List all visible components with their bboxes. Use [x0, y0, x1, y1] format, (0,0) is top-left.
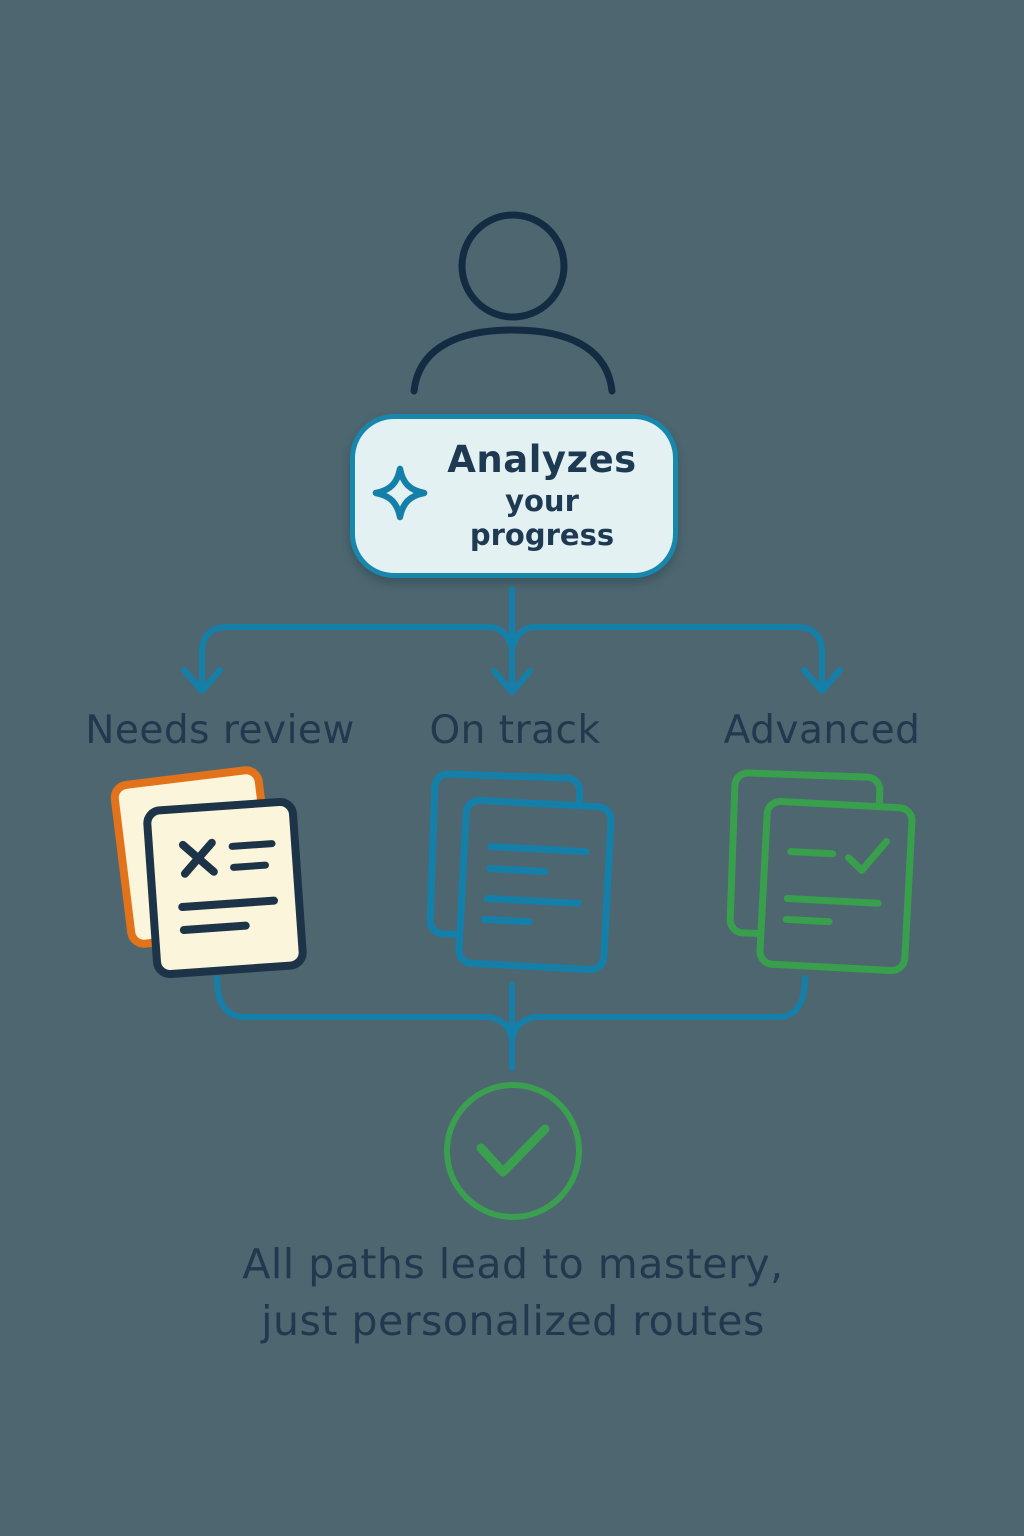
user-icon: [410, 211, 616, 395]
mastery-caption: All paths lead to mastery, just personal…: [242, 1236, 783, 1350]
analyze-box: Analyzes your progress: [350, 414, 678, 578]
merge-connector: [214, 975, 808, 1071]
mastery-caption-line2: just personalized routes: [261, 1297, 765, 1345]
analyze-box-title: Analyzes: [447, 438, 637, 481]
branch-connector: [181, 586, 843, 695]
sparkle-icon: [371, 464, 429, 522]
documents-check-icon: [726, 769, 916, 975]
documents-x-icon: [110, 766, 307, 979]
check-circle-icon: [444, 1082, 582, 1220]
branch-label-on-track: On track: [429, 708, 601, 753]
mastery-caption-line1: All paths lead to mastery,: [242, 1240, 784, 1288]
branch-label-advanced: Advanced: [723, 708, 921, 753]
branch-label-needs-review: Needs review: [85, 708, 355, 753]
documents-lines-icon: [426, 770, 615, 974]
analyze-box-subtitle: your progress: [469, 484, 615, 552]
analyze-box-text: Analyzes your progress: [429, 438, 655, 553]
